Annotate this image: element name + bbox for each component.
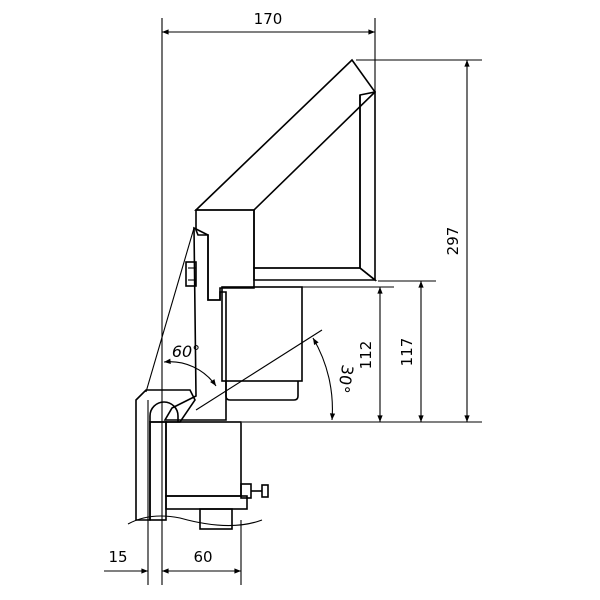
dimension-15: 15 bbox=[104, 548, 148, 574]
angle-30-label: 30° bbox=[334, 363, 358, 394]
break-line bbox=[127, 515, 263, 527]
base-main-block bbox=[165, 421, 242, 497]
hopper-bottom-plate bbox=[253, 267, 378, 281]
clamp-block bbox=[185, 261, 197, 287]
base-left-plate bbox=[149, 421, 167, 521]
dimension-60: 60 bbox=[162, 548, 241, 574]
hopper bbox=[194, 58, 378, 282]
set-screw bbox=[240, 483, 269, 499]
dim-117-label: 117 bbox=[398, 338, 416, 367]
inner-sleeve bbox=[221, 286, 303, 401]
dim-297-label: 297 bbox=[444, 227, 462, 256]
dimension-117: 117 bbox=[398, 281, 424, 422]
bracket-lower-arm bbox=[163, 226, 227, 421]
base-foot bbox=[199, 508, 233, 530]
dim-170-label: 170 bbox=[254, 10, 283, 28]
dim-60-label: 60 bbox=[193, 548, 212, 566]
inner-sleeve-body bbox=[221, 286, 303, 382]
base-assembly bbox=[127, 389, 269, 530]
angle-60-label: 60° bbox=[172, 342, 200, 361]
angle-30: 30° bbox=[312, 337, 358, 421]
dim-112-label: 112 bbox=[357, 341, 375, 370]
inner-sleeve-bottom bbox=[225, 381, 299, 401]
pivot-round bbox=[149, 401, 179, 422]
hopper-right-wall bbox=[359, 91, 376, 282]
dim-15-label: 15 bbox=[108, 548, 127, 566]
dimension-170: 170 bbox=[162, 10, 375, 35]
angle-60: 60° bbox=[163, 342, 217, 387]
hopper-sloped-wall bbox=[194, 58, 377, 211]
hinge-bracket bbox=[163, 209, 255, 421]
base-bottom-plate bbox=[165, 495, 248, 510]
reference-lines bbox=[145, 18, 482, 585]
dimension-112: 112 bbox=[357, 287, 383, 422]
dimension-297: 297 bbox=[444, 59, 470, 422]
